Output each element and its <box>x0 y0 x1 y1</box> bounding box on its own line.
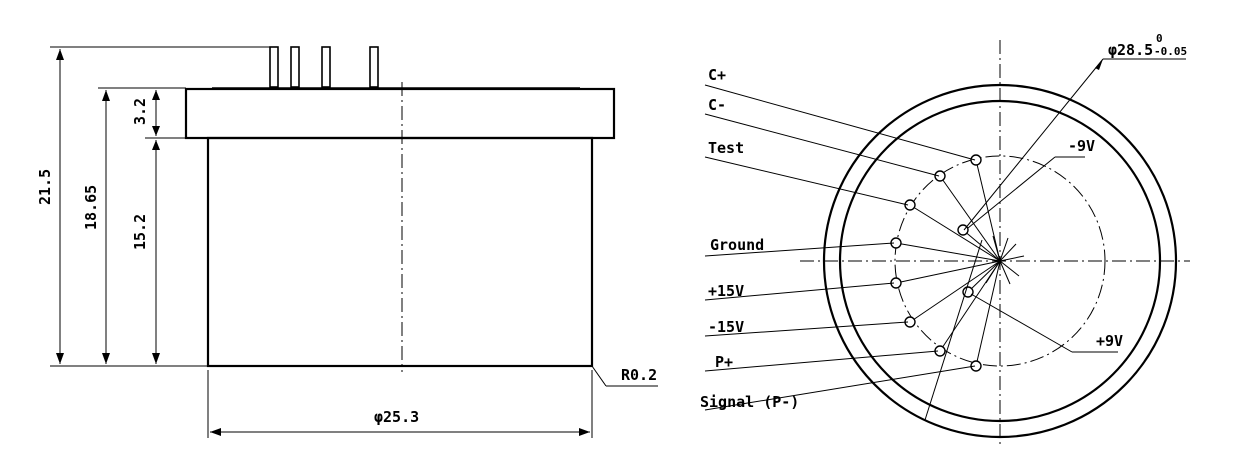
label-minus-9v: -9V <box>1068 137 1095 155</box>
arrow-total-top <box>56 49 64 60</box>
arrow-total-bottom <box>56 353 64 364</box>
radial-lines <box>895 159 1025 367</box>
can-body <box>206 136 594 368</box>
label-p-plus: P+ <box>715 353 733 371</box>
pin-pitch-circle <box>894 155 1106 367</box>
label-minus-15v: -15V <box>708 318 744 336</box>
arrow-cap-top <box>152 90 160 100</box>
dim-outer-diameter-sub: -0.05 <box>1154 45 1187 58</box>
dim-body-height: 18.65 <box>82 185 100 230</box>
label-ground: Ground <box>710 236 764 254</box>
dim-radius: R0.2 <box>621 366 657 384</box>
minus-9v-leader <box>967 156 1056 229</box>
leader-c-minus <box>704 113 940 177</box>
arrow-diameter-right <box>579 428 590 436</box>
label-test: Test <box>708 139 744 157</box>
plus-9v-leader <box>970 293 1073 353</box>
pin-test-hole <box>904 199 916 211</box>
radius-leader <box>591 365 607 387</box>
label-plus-9v: +9V <box>1096 332 1123 350</box>
pin-1 <box>269 46 279 88</box>
arrow-can-top <box>152 140 160 150</box>
label-c-minus: C- <box>708 96 726 114</box>
leader-signal <box>704 365 976 411</box>
pin-plus-9v-hole <box>962 286 974 298</box>
pin-2 <box>290 46 300 88</box>
arrow-body-bottom <box>102 353 110 364</box>
dim-cap-height: 3.2 <box>131 98 149 125</box>
pin-signal-hole <box>970 360 982 372</box>
label-signal: Signal (P-) <box>700 393 799 411</box>
diameter-leader <box>963 58 1104 231</box>
leader-test <box>704 156 909 206</box>
dim-outer-diameter-sup: 0 <box>1156 32 1163 45</box>
pin-4 <box>369 46 379 88</box>
label-c-plus: C+ <box>708 66 726 84</box>
arrow-body-top <box>102 90 110 101</box>
leader-plus-15v <box>704 282 895 301</box>
arrow-cap-bottom <box>152 126 160 136</box>
side-view: 21.5 18.65 15.2 3.2 φ25.3 R0.2 <box>36 46 658 438</box>
pin-c-minus-hole <box>934 170 946 182</box>
signal-extra-line <box>924 239 983 421</box>
diameter-arrow <box>1095 59 1103 70</box>
label-plus-15v: +15V <box>708 282 744 300</box>
dim-outer-diameter-main: φ28.5 <box>1108 41 1153 59</box>
dim-diameter: φ25.3 <box>374 408 419 426</box>
leader-ground <box>704 242 895 257</box>
pin-c-plus-hole <box>970 154 982 166</box>
pin-3 <box>321 46 331 88</box>
leader-minus-15v <box>704 321 909 337</box>
arrow-diameter-left <box>210 428 221 436</box>
arrow-can-bottom <box>152 353 160 364</box>
cap-flange <box>184 87 616 140</box>
leader-c-plus <box>704 84 976 161</box>
dim-can-height: 15.2 <box>131 214 149 250</box>
leader-p-plus <box>704 350 939 372</box>
dim-total-height: 21.5 <box>36 169 54 205</box>
top-view: C+ C- Test Ground +15V -15V P+ Signal (P… <box>700 32 1190 445</box>
